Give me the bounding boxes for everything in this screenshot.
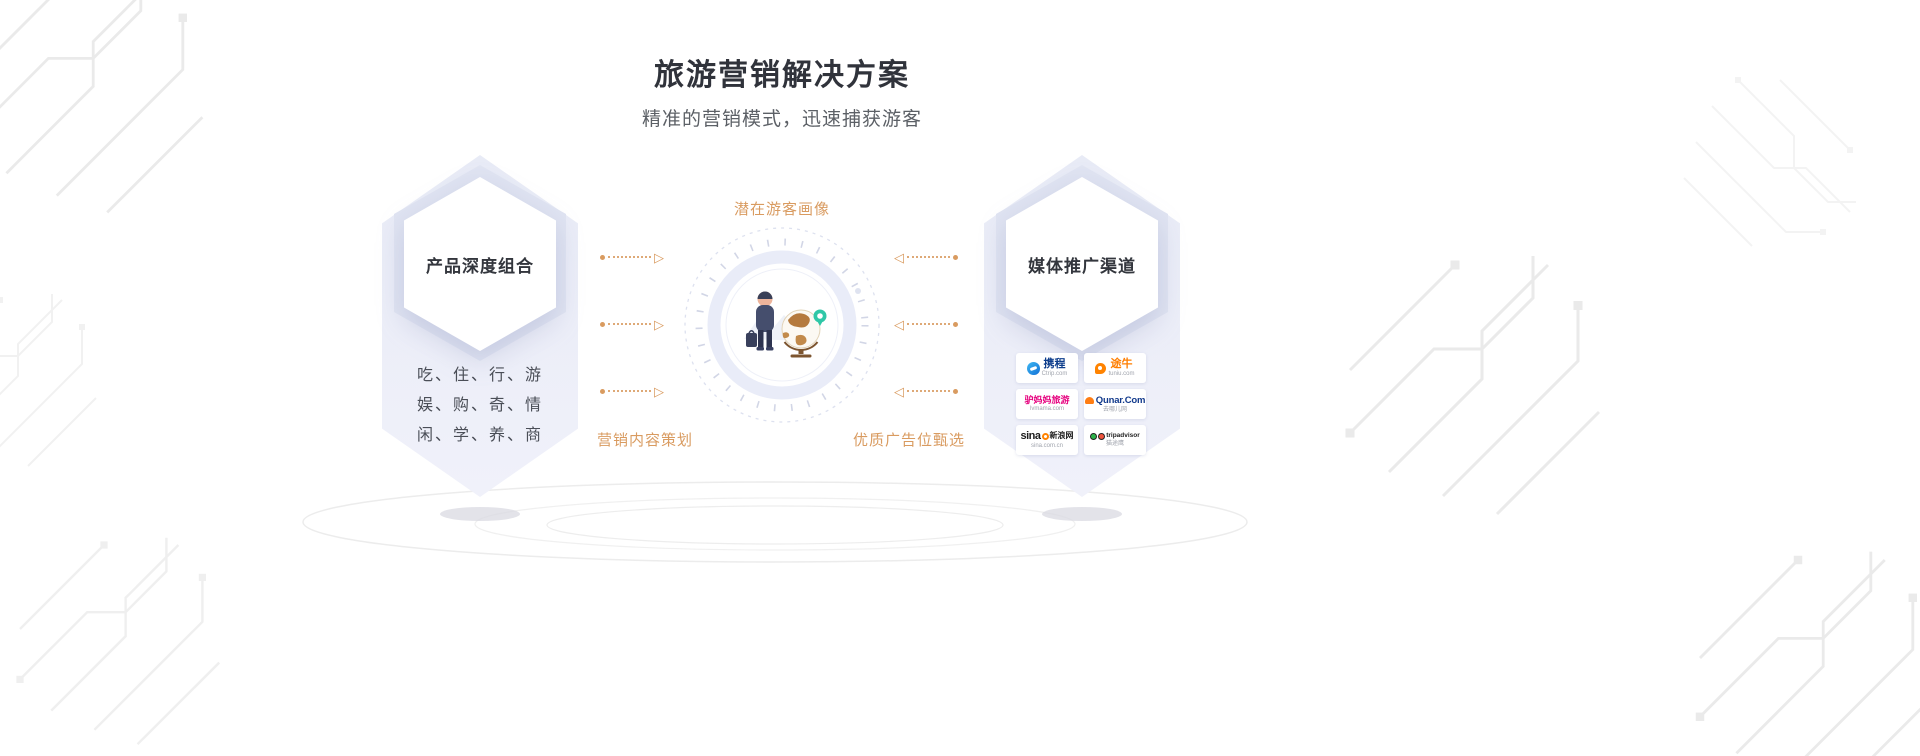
sina-logo-icon [1041,432,1049,440]
ctrip-logo-subtext: Ctrip.com [1041,371,1068,378]
logo-tile-sina: sina 新浪网 sina.com.cn [1016,425,1078,455]
arrow-dot [600,388,605,394]
product-line: 闲、学、养、商 [416,427,543,444]
arrow-dot [953,254,958,260]
arrow-dotted-line [608,390,651,392]
logo-tile-tripadvisor: tripadvisor 猫途鹰 [1084,425,1146,455]
tuniu-logo-text: 途牛 [1110,357,1133,370]
arrow-left-icon: ◁ [894,316,904,332]
lvmama-logo-subtext: lvmama.com [1029,406,1064,413]
top-flow-label: 潜在游客画像 [733,201,830,218]
globe-figure [781,309,821,358]
bottom-left-flow-label: 营销内容策划 [597,432,694,449]
qunar-logo-subtext: 去哪儿网 [1102,406,1127,413]
hexagon-title-badge: 媒体推广渠道 [1006,177,1158,351]
location-pin-icon [813,309,827,326]
flow-arrow-right-1: ◁ [894,250,958,264]
tripadvisor-owl-eye-icon [1090,432,1098,440]
arrow-dot [953,388,958,394]
left-card-shadow [440,507,520,521]
arrow-dotted-line [907,390,950,392]
arrow-left-icon: ◁ [894,383,904,399]
circuit-pattern-left [0,293,97,467]
circuit-pattern-top-right [1683,76,1857,247]
arrow-right-icon: ▷ [654,383,664,399]
page-title: 旅游营销解决方案 [654,59,910,92]
tripadvisor-logo-text: tripadvisor [1106,432,1140,439]
flow-arrow-left-1: ▷ [600,250,664,264]
flow-arrow-left-2: ▷ [600,317,664,331]
tuniu-logo-icon [1095,362,1107,374]
hexagon-title-badge: 产品深度组合 [404,177,556,351]
logo-tile-lvmama: 驴妈妈旅游 lvmama.com [1016,389,1078,419]
sina-logo-text: sina [1020,429,1041,442]
page-subtitle: 精准的营销模式，迅速捕获游客 [641,109,922,130]
circuit-pattern-bottom-left [15,536,221,746]
arrow-dotted-line [907,256,950,258]
flow-arrow-right-3: ◁ [894,384,958,398]
tuniu-logo-subtext: tuniu.com [1108,371,1135,378]
qunar-logo-icon [1084,396,1094,404]
arrow-dotted-line [608,323,651,325]
left-card-title: 产品深度组合 [426,256,534,276]
arrow-right-icon: ▷ [654,249,664,265]
ctrip-logo-text: 携程 [1043,357,1066,370]
arrow-dotted-line [907,323,950,325]
media-logo-grid: 携程 Ctrip.com 途牛 tuniu.com 驴妈妈旅游 lvma [1016,353,1146,455]
logo-tile-qunar: Qunar.Com 去哪儿网 [1084,389,1146,419]
product-line: 吃、住、行、游 [416,367,543,384]
logo-tile-ctrip: 携程 Ctrip.com [1016,353,1078,383]
flow-arrow-right-2: ◁ [894,317,958,331]
ctrip-logo-icon [1026,361,1040,375]
platform-ring-outer [302,481,1248,563]
media-channels-card: 媒体推广渠道 携程 Ctrip.com 途牛 tuniu.com [984,155,1180,497]
right-card-title: 媒体推广渠道 [1028,256,1136,276]
arrow-dot [600,321,605,327]
sina-logo-subtext: sina.com.cn [1030,443,1063,450]
tripadvisor-logo-subtext: 猫途鹰 [1105,441,1124,448]
product-elements-list: 吃、住、行、游 娱、购、奇、情 闲、学、养、商 [382,361,578,451]
right-card-shadow [1042,507,1122,521]
arrow-dotted-line [608,256,651,258]
circuit-pattern-right [1344,254,1601,516]
product-line: 娱、购、奇、情 [416,397,543,414]
platform-ring-middle [474,497,1076,551]
arrow-dot [600,254,605,260]
logo-tile-tuniu: 途牛 tuniu.com [1084,353,1146,383]
bottom-right-flow-label: 优质广告位甄选 [853,432,966,449]
platform-ring-inner [546,505,1004,545]
qunar-logo-text: Qunar.Com [1095,394,1146,406]
product-combination-card: 产品深度组合 吃、住、行、游 娱、购、奇、情 闲、学、养、商 [382,155,578,497]
arrow-right-icon: ▷ [654,316,664,332]
sina-logo-cn-text: 新浪网 [1049,431,1074,441]
tripadvisor-owl-eye-icon [1098,432,1106,440]
traveler-globe-illustration [684,227,880,423]
circuit-pattern-bottom-right [1694,550,1920,756]
arrow-dot [953,321,958,327]
arrow-left-icon: ◁ [894,249,904,265]
traveler-figure [746,291,774,351]
lvmama-logo-text: 驴妈妈旅游 [1024,394,1070,405]
flow-arrow-left-3: ▷ [600,384,664,398]
